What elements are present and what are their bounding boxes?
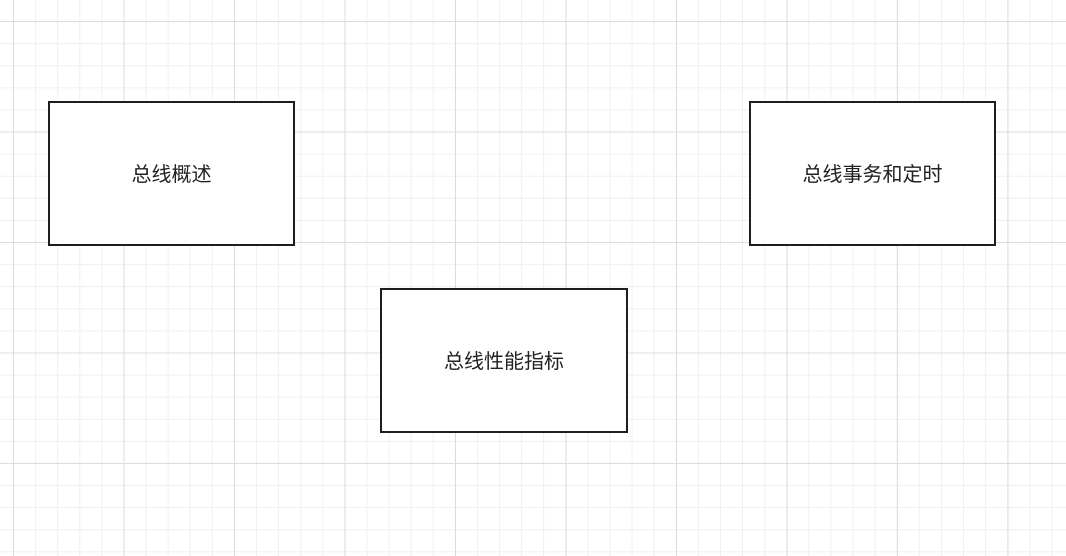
node-bus-transaction-timing[interactable]: 总线事务和定时	[749, 101, 996, 246]
node-label: 总线事务和定时	[802, 161, 943, 186]
node-label: 总线性能指标	[444, 348, 564, 373]
node-label: 总线概述	[131, 161, 212, 186]
node-bus-overview[interactable]: 总线概述	[48, 101, 295, 246]
node-bus-performance-metrics[interactable]: 总线性能指标	[380, 288, 628, 433]
